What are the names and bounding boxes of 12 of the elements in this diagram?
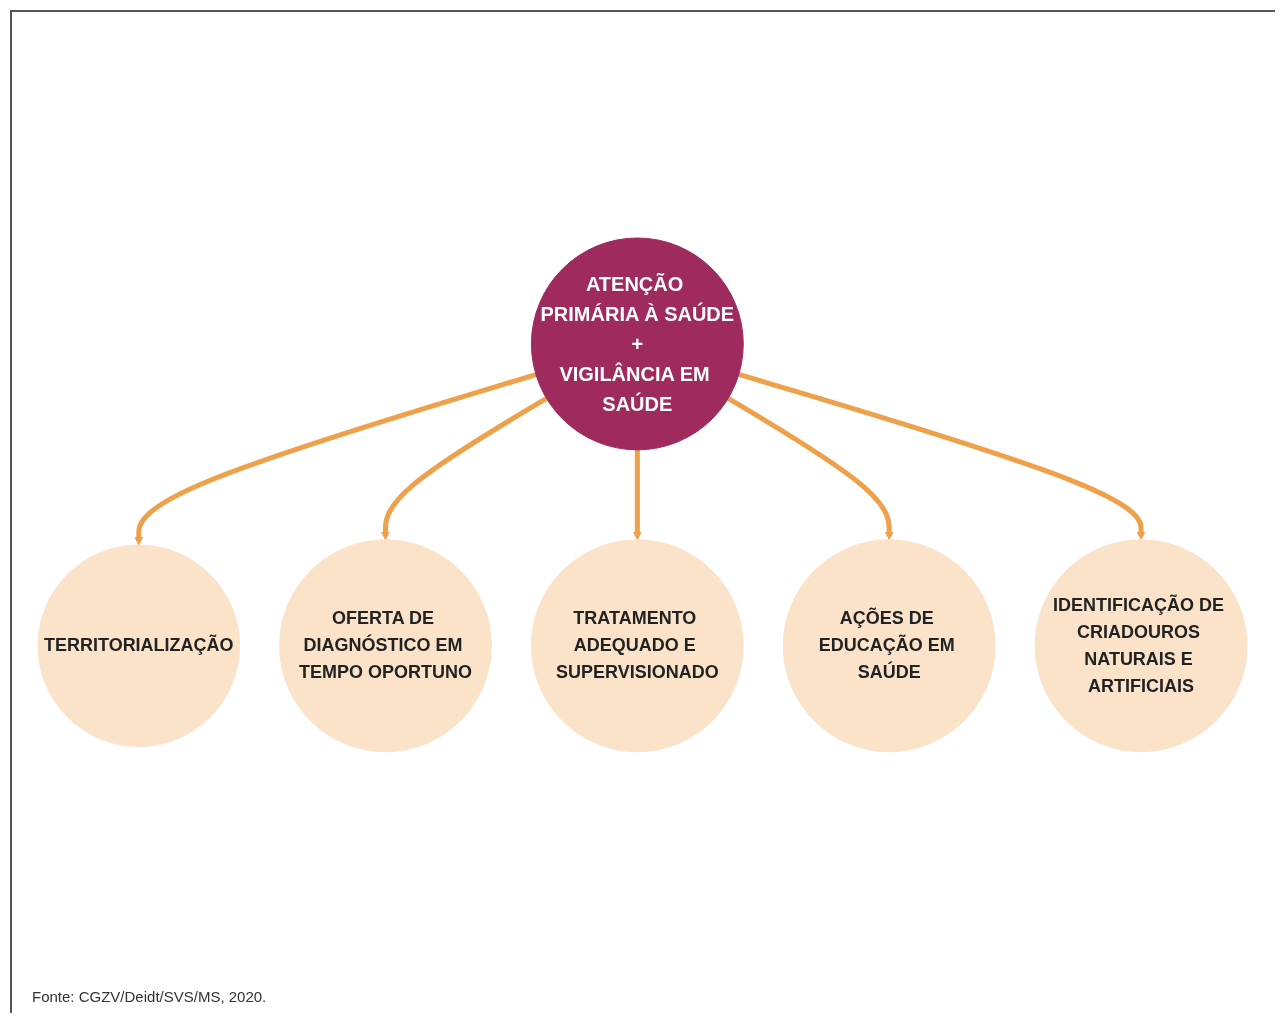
- node-circle: TRATAMENTO ADEQUADO E SUPERVISIONADO: [530, 539, 744, 753]
- node-circle: ATENÇÃO PRIMÁRIA À SAÚDE + VIGILÂNCIA EM SAÚDE: [530, 237, 744, 451]
- arrow: [726, 396, 894, 541]
- node-circle: TERRITORIALIZAÇÃO: [37, 544, 241, 748]
- source-caption: Fonte: CGZV/Deidt/SVS/MS, 2020.: [32, 988, 267, 1005]
- arrow: [381, 396, 548, 541]
- arrow: [738, 372, 1146, 541]
- arrow: [134, 372, 537, 546]
- arrow: [632, 450, 642, 541]
- node-circle: OFERTA DE DIAGNÓSTICO EM TEMPO OPORTUNO: [279, 539, 492, 753]
- node-circle: AÇÕES DE EDUCAÇÃO EM SAÚDE: [782, 539, 996, 753]
- node-circle: IDENTIFICAÇÃO DE CRIADOUROS NATURAIS E ARTIFICIAIS: [1034, 539, 1248, 753]
